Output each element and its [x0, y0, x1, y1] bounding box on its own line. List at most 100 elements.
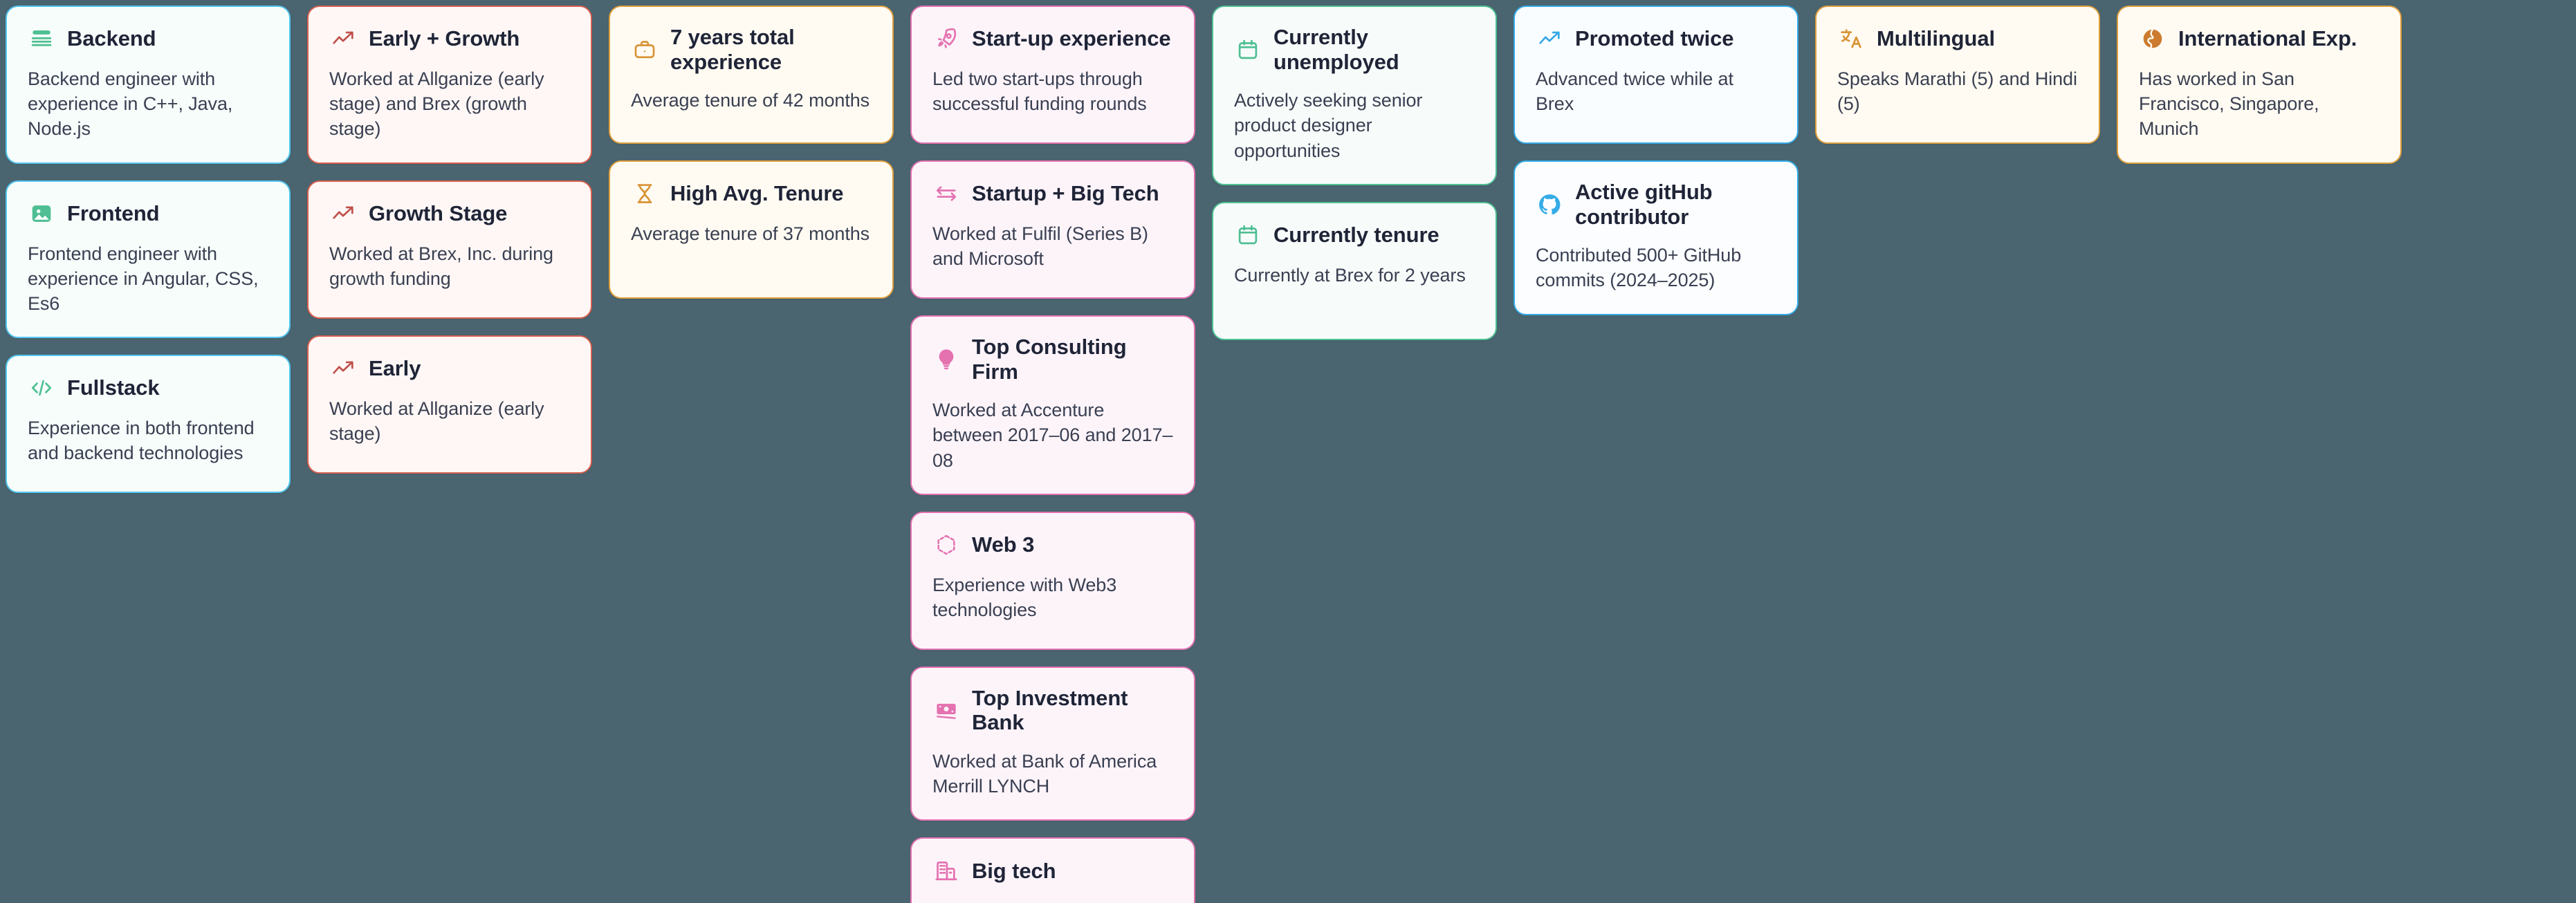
- card-title: Growth Stage: [369, 201, 508, 225]
- card-description: Worked at Meta between 2024 - 2028: [932, 898, 1173, 903]
- image-picture-icon: [28, 200, 55, 227]
- card-header: Currently unemployed: [1234, 25, 1475, 74]
- card-description: Worked at Brex, Inc. during growth fundi…: [329, 243, 553, 289]
- server-stack-icon: [28, 25, 55, 53]
- card-header: Start-up experience: [932, 25, 1173, 53]
- card-title: Top Consulting Firm: [972, 335, 1127, 384]
- card-header: Web 3: [932, 531, 1173, 559]
- card-description: Contributed 500+ GitHub commits (2024–20…: [1536, 245, 1742, 291]
- card-description: Worked at Allganize (early stage) and Br…: [329, 68, 544, 140]
- cube-3d-icon: [932, 531, 960, 559]
- card-title: Promoted twice: [1575, 26, 1734, 51]
- card-header: Multilingual: [1837, 25, 2078, 53]
- card-header: Big tech: [932, 857, 1173, 884]
- lightbulb-icon: [932, 346, 960, 373]
- card-title: Start-up experience: [972, 26, 1171, 51]
- card-header: Active gitHub contributor: [1536, 180, 1776, 229]
- highlight-card[interactable]: Big techWorked at Meta between 2024 - 20…: [910, 837, 1195, 903]
- card-description: Worked at Allganize (early stage): [329, 398, 544, 444]
- card-description: Has worked in San Francisco, Singapore, …: [2139, 68, 2319, 140]
- card-header: Fullstack: [28, 374, 268, 402]
- card-title: Currently tenure: [1273, 222, 1439, 247]
- card-header: Backend: [28, 25, 268, 53]
- card-description: Experience with Web3 technologies: [932, 574, 1117, 620]
- card-column-geography: International Exp. Has worked in San Fran…: [2117, 6, 2402, 164]
- card-title: International Exp.: [2178, 26, 2357, 51]
- banknote-icon: [932, 696, 960, 724]
- building-icon: [932, 857, 960, 884]
- card-title: Active gitHub contributor: [1575, 180, 1713, 229]
- card-header: Frontend: [28, 200, 268, 227]
- card-description: Led two start-ups through successful fun…: [932, 68, 1147, 115]
- card-title: Big tech: [972, 858, 1056, 883]
- calendar-icon: [1234, 36, 1262, 64]
- card-description: Advanced twice while at Brex: [1536, 68, 1733, 115]
- card-header: Startup + Big Tech: [932, 180, 1173, 207]
- briefcase-icon: [631, 36, 659, 64]
- trending-up-icon: [329, 200, 357, 227]
- card-header: High Avg. Tenure: [631, 180, 872, 207]
- card-description: Speaks Marathi (5) and Hindi (5): [1837, 68, 2077, 115]
- rocket-icon: [932, 25, 960, 53]
- card-header: Growth Stage: [329, 200, 570, 227]
- card-description: Actively seeking senior product designer…: [1234, 90, 1423, 161]
- card-description: Worked at Fulfil (Series B) and Microsof…: [932, 223, 1148, 270]
- highlight-card[interactable]: International Exp. Has worked in San Fran…: [2117, 6, 2402, 164]
- card-description: Average tenure of 37 months: [631, 223, 870, 244]
- highlight-card[interactable]: Web 3 Experience with Web3 technologies: [910, 511, 1195, 650]
- card-description: Experience in both frontend and backend …: [28, 418, 255, 464]
- card-header: Top Investment Bank: [932, 686, 1173, 735]
- trending-up-icon: [1536, 25, 1563, 53]
- code-brackets-icon: [28, 374, 55, 402]
- trending-up-icon: [329, 355, 357, 382]
- card-title: Web 3: [972, 532, 1035, 557]
- card-header: Currently tenure: [1234, 221, 1475, 249]
- card-description: Currently at Brex for 2 years: [1234, 264, 1466, 286]
- card-description: Backend engineer with experience in C++,…: [28, 68, 233, 140]
- card-title: Multilingual: [1877, 26, 1995, 51]
- card-title: Fullstack: [67, 375, 160, 400]
- card-header: Promoted twice: [1536, 25, 1776, 53]
- card-title: High Avg. Tenure: [670, 181, 844, 206]
- arrow-swap-icon: [932, 180, 960, 207]
- card-title: Startup + Big Tech: [972, 181, 1159, 206]
- card-title: Currently unemployed: [1273, 25, 1399, 74]
- card-description: Frontend engineer with experience in Ang…: [28, 243, 259, 314]
- card-title: Early + Growth: [369, 26, 520, 51]
- card-title: Early: [369, 355, 421, 380]
- card-header: Top Consulting Firm: [932, 335, 1173, 384]
- calendar-icon: [1234, 221, 1262, 249]
- card-header: Early + Growth: [329, 25, 570, 53]
- card-title: Backend: [67, 26, 156, 51]
- card-title: Frontend: [67, 201, 160, 225]
- hourglass-icon: [631, 180, 659, 207]
- trending-up-icon: [329, 25, 357, 53]
- card-description: Worked at Bank of America Merrill LYNCH: [932, 751, 1157, 797]
- globe-icon: [2139, 25, 2166, 53]
- card-description: Worked at Accenture between 2017–06 and …: [932, 400, 1173, 471]
